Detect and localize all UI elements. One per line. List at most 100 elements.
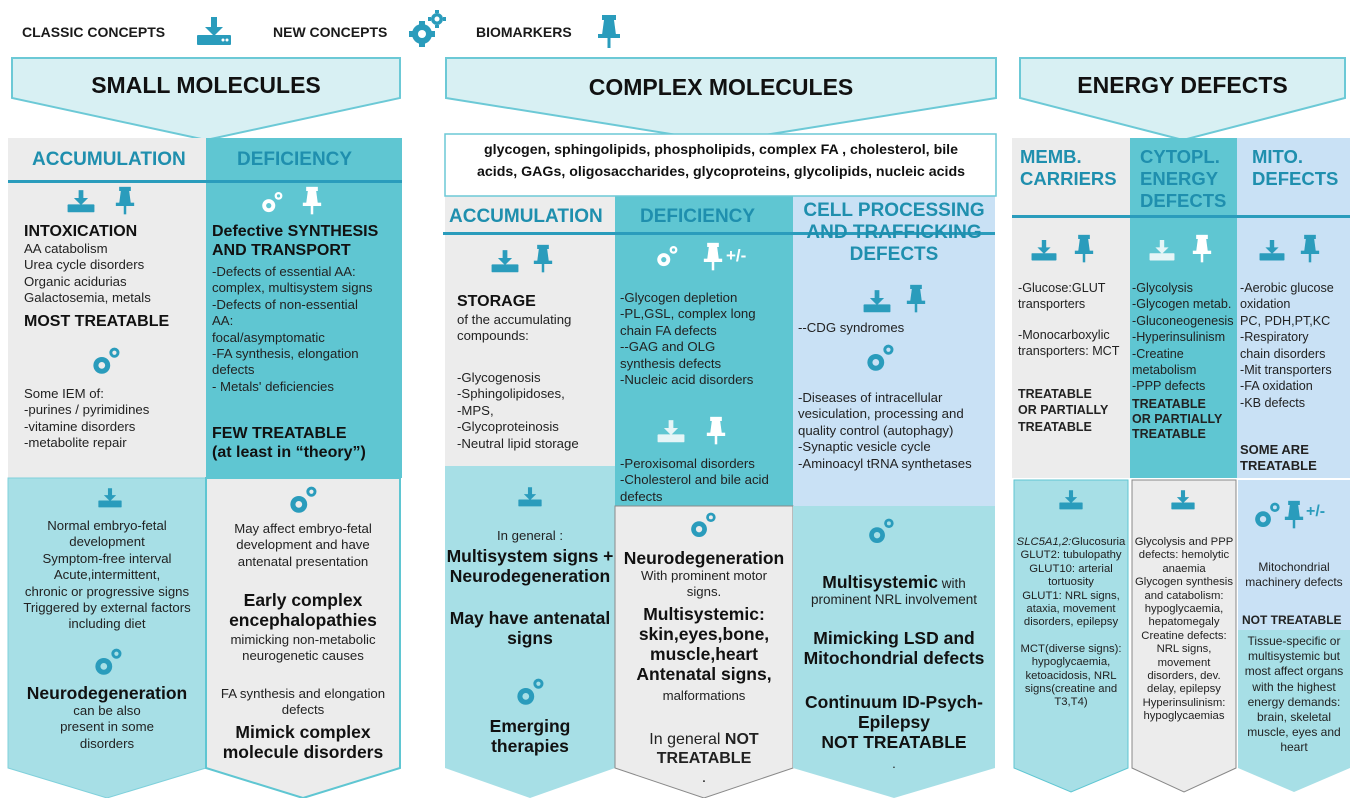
download-tray-icon (518, 487, 542, 507)
pushpin-icon (906, 284, 926, 313)
complex-list-box (444, 133, 997, 197)
panel-energy-cyto (1130, 138, 1237, 478)
panel-complex-accumulation (445, 196, 615, 466)
pushpin-icon (598, 15, 620, 48)
small-accumulation-heading: ACCUMULATION (32, 149, 186, 170)
arrow-energy-mito (1238, 630, 1350, 792)
in-general-not-treatable: In general NOT TREATABLE . (649, 731, 759, 786)
arrow-complex-accumulation (445, 466, 615, 798)
storage-title: STORAGE (457, 293, 536, 310)
defective-synthesis-title: Defective SYNTHESIS AND TRANSPORT (212, 223, 379, 259)
deficiency-items: -Defects of essential AA: complex, multi… (212, 264, 373, 394)
gears-icon (869, 518, 894, 544)
pushpin-icon (533, 244, 553, 273)
gears-icon (867, 344, 894, 371)
some-iem-list: Some IEM of: -purines / pyrimidines -vit… (24, 386, 150, 451)
intoxication-title: INTOXICATION (24, 223, 138, 240)
banner-small-molecules (11, 57, 401, 142)
memb-treatable: TREATABLE OR PARTIALLY TREATABLE (1018, 387, 1109, 434)
complex-deficiency-items2: -Peroxisomal disorders -Cholesterol and … (620, 456, 769, 504)
memb-clinical: SLC5A1,2:Glucosuria GLUT2: tubulopathy G… (1016, 536, 1126, 709)
pushpin-icon (703, 242, 723, 271)
download-tray-icon (1171, 490, 1195, 510)
pushpin-icon (1192, 234, 1212, 263)
complex-neuro: Neurodegeneration (623, 548, 785, 568)
complex-deficiency-heading: DEFICIENCY (640, 206, 756, 227)
complex-molecules-title: COMPLEX MOLECULES (588, 74, 854, 100)
download-tray-icon (98, 488, 122, 508)
banner-complex-molecules (445, 57, 997, 144)
complex-antenatal: May have antenatal signs (449, 608, 611, 648)
malformations: malformations (662, 688, 746, 703)
pushpin-icon (115, 186, 135, 215)
gears-icon (262, 191, 283, 213)
small-deficiency-clinical: May affect embryo-fetal development and … (234, 521, 372, 569)
arrow-energy-cyto (1131, 479, 1237, 793)
complex-in-general: In general : (497, 528, 563, 543)
pushpin-icon (1300, 234, 1320, 263)
gears-icon (290, 486, 317, 513)
download-tray-icon (1259, 240, 1285, 261)
panel-small-accumulation (8, 138, 206, 478)
arrow-complex-deficiency (614, 505, 794, 798)
mimicking-lsd: Mimicking LSD and Mitochondrial defects (803, 628, 985, 668)
download-tray-icon (657, 420, 685, 443)
mito-items: -Aerobic glucose oxidation PC, PDH,PT,KC… (1240, 281, 1334, 410)
pushpin-icon (706, 416, 726, 445)
emerging-therapies: Emerging therapies (489, 716, 571, 756)
download-tray-icon (491, 250, 519, 273)
energy-defects-title: ENERGY DEFECTS (1077, 72, 1288, 98)
cell-items: -Diseases of intracellular vesiculation,… (798, 390, 972, 471)
storage-sub: of the accumulating compounds: (457, 312, 572, 344)
panel-complex-cell (793, 196, 995, 506)
small-neuro-sub: can be also present in some disorders (60, 703, 154, 751)
gears-icon (93, 347, 120, 374)
early-complex: Early complex encephalopathies (229, 590, 377, 630)
complex-deficiency-items: -Glycogen depletion -PL,GSL, complex lon… (620, 290, 756, 388)
mito-plus-minus: +/- (1306, 503, 1326, 520)
cdg-syndromes: --CDG syndromes (798, 320, 905, 335)
intoxication-list: AA catabolism Urea cycle disorders Organ… (24, 241, 151, 306)
download-tray-icon (863, 290, 891, 313)
pushpin-icon (1284, 500, 1304, 529)
panel-small-deficiency (206, 138, 402, 478)
mito-clinical: Tissue-specific or multisystemic but mos… (1244, 634, 1344, 755)
download-tray-icon (1059, 490, 1083, 510)
small-neurodegeneration: Neurodegeneration (26, 683, 188, 703)
panel-energy-mito (1237, 138, 1350, 478)
complex-multisystem: Multisystem signs + Neurodegeneration (446, 546, 614, 586)
mito-defects-heading: MITO. DEFECTS (1252, 146, 1339, 189)
pushpin-icon (302, 186, 322, 215)
download-tray-icon (67, 190, 95, 213)
cyto-clinical: Glycolysis and PPP defects: hemolytic an… (1134, 536, 1234, 723)
download-tray-icon (1149, 240, 1175, 261)
small-molecules-title: SMALL MOLECULES (91, 72, 321, 98)
gears-icon (691, 512, 716, 538)
download-tray-icon (1031, 240, 1057, 261)
panel-complex-deficiency (615, 196, 793, 506)
arrow-small-accumulation (7, 477, 207, 798)
legend-new-label: NEW CONCEPTS (273, 24, 388, 40)
plus-minus-label: +/- (726, 246, 747, 265)
download-tray-icon (197, 17, 231, 45)
gears-icon (517, 678, 544, 705)
cell-multisystemic: Multisystemic with prominent NRL involve… (810, 572, 978, 608)
complex-neuro-sub: With prominent motor signs. (640, 568, 768, 600)
pushpin-icon (1074, 234, 1094, 263)
mimicking-non-metabolic: mimicking non-metabolic neurogenetic cau… (230, 632, 376, 664)
complex-molecule-list: glycogen, sphingolipids, phospholipids, … (476, 142, 966, 180)
gears-icon (657, 245, 678, 267)
mito-not-treatable: NOT TREATABLE (1242, 613, 1342, 627)
few-treatable: FEW TREATABLE (at least in “theory”) (212, 425, 366, 461)
mito-some-treatable: SOME ARE TREATABLE (1240, 442, 1317, 474)
legend-classic-label: CLASSIC CONCEPTS (22, 24, 166, 40)
arrow-energy-memb (1013, 479, 1129, 793)
gears-icon (95, 648, 122, 675)
mimick-complex: Mimick complex molecule disorders (222, 722, 384, 762)
arrow-complex-cell (793, 506, 995, 798)
cyto-treatable: TREATABLE OR PARTIALLY TREATABLE (1132, 397, 1223, 441)
small-deficiency-heading: DEFICIENCY (237, 149, 353, 170)
storage-items: -Glycogenosis -Sphingolipidoses, -MPS, -… (457, 370, 579, 451)
cytopl-energy-heading: CYTOPL. ENERGY DEFECTS (1140, 146, 1227, 211)
